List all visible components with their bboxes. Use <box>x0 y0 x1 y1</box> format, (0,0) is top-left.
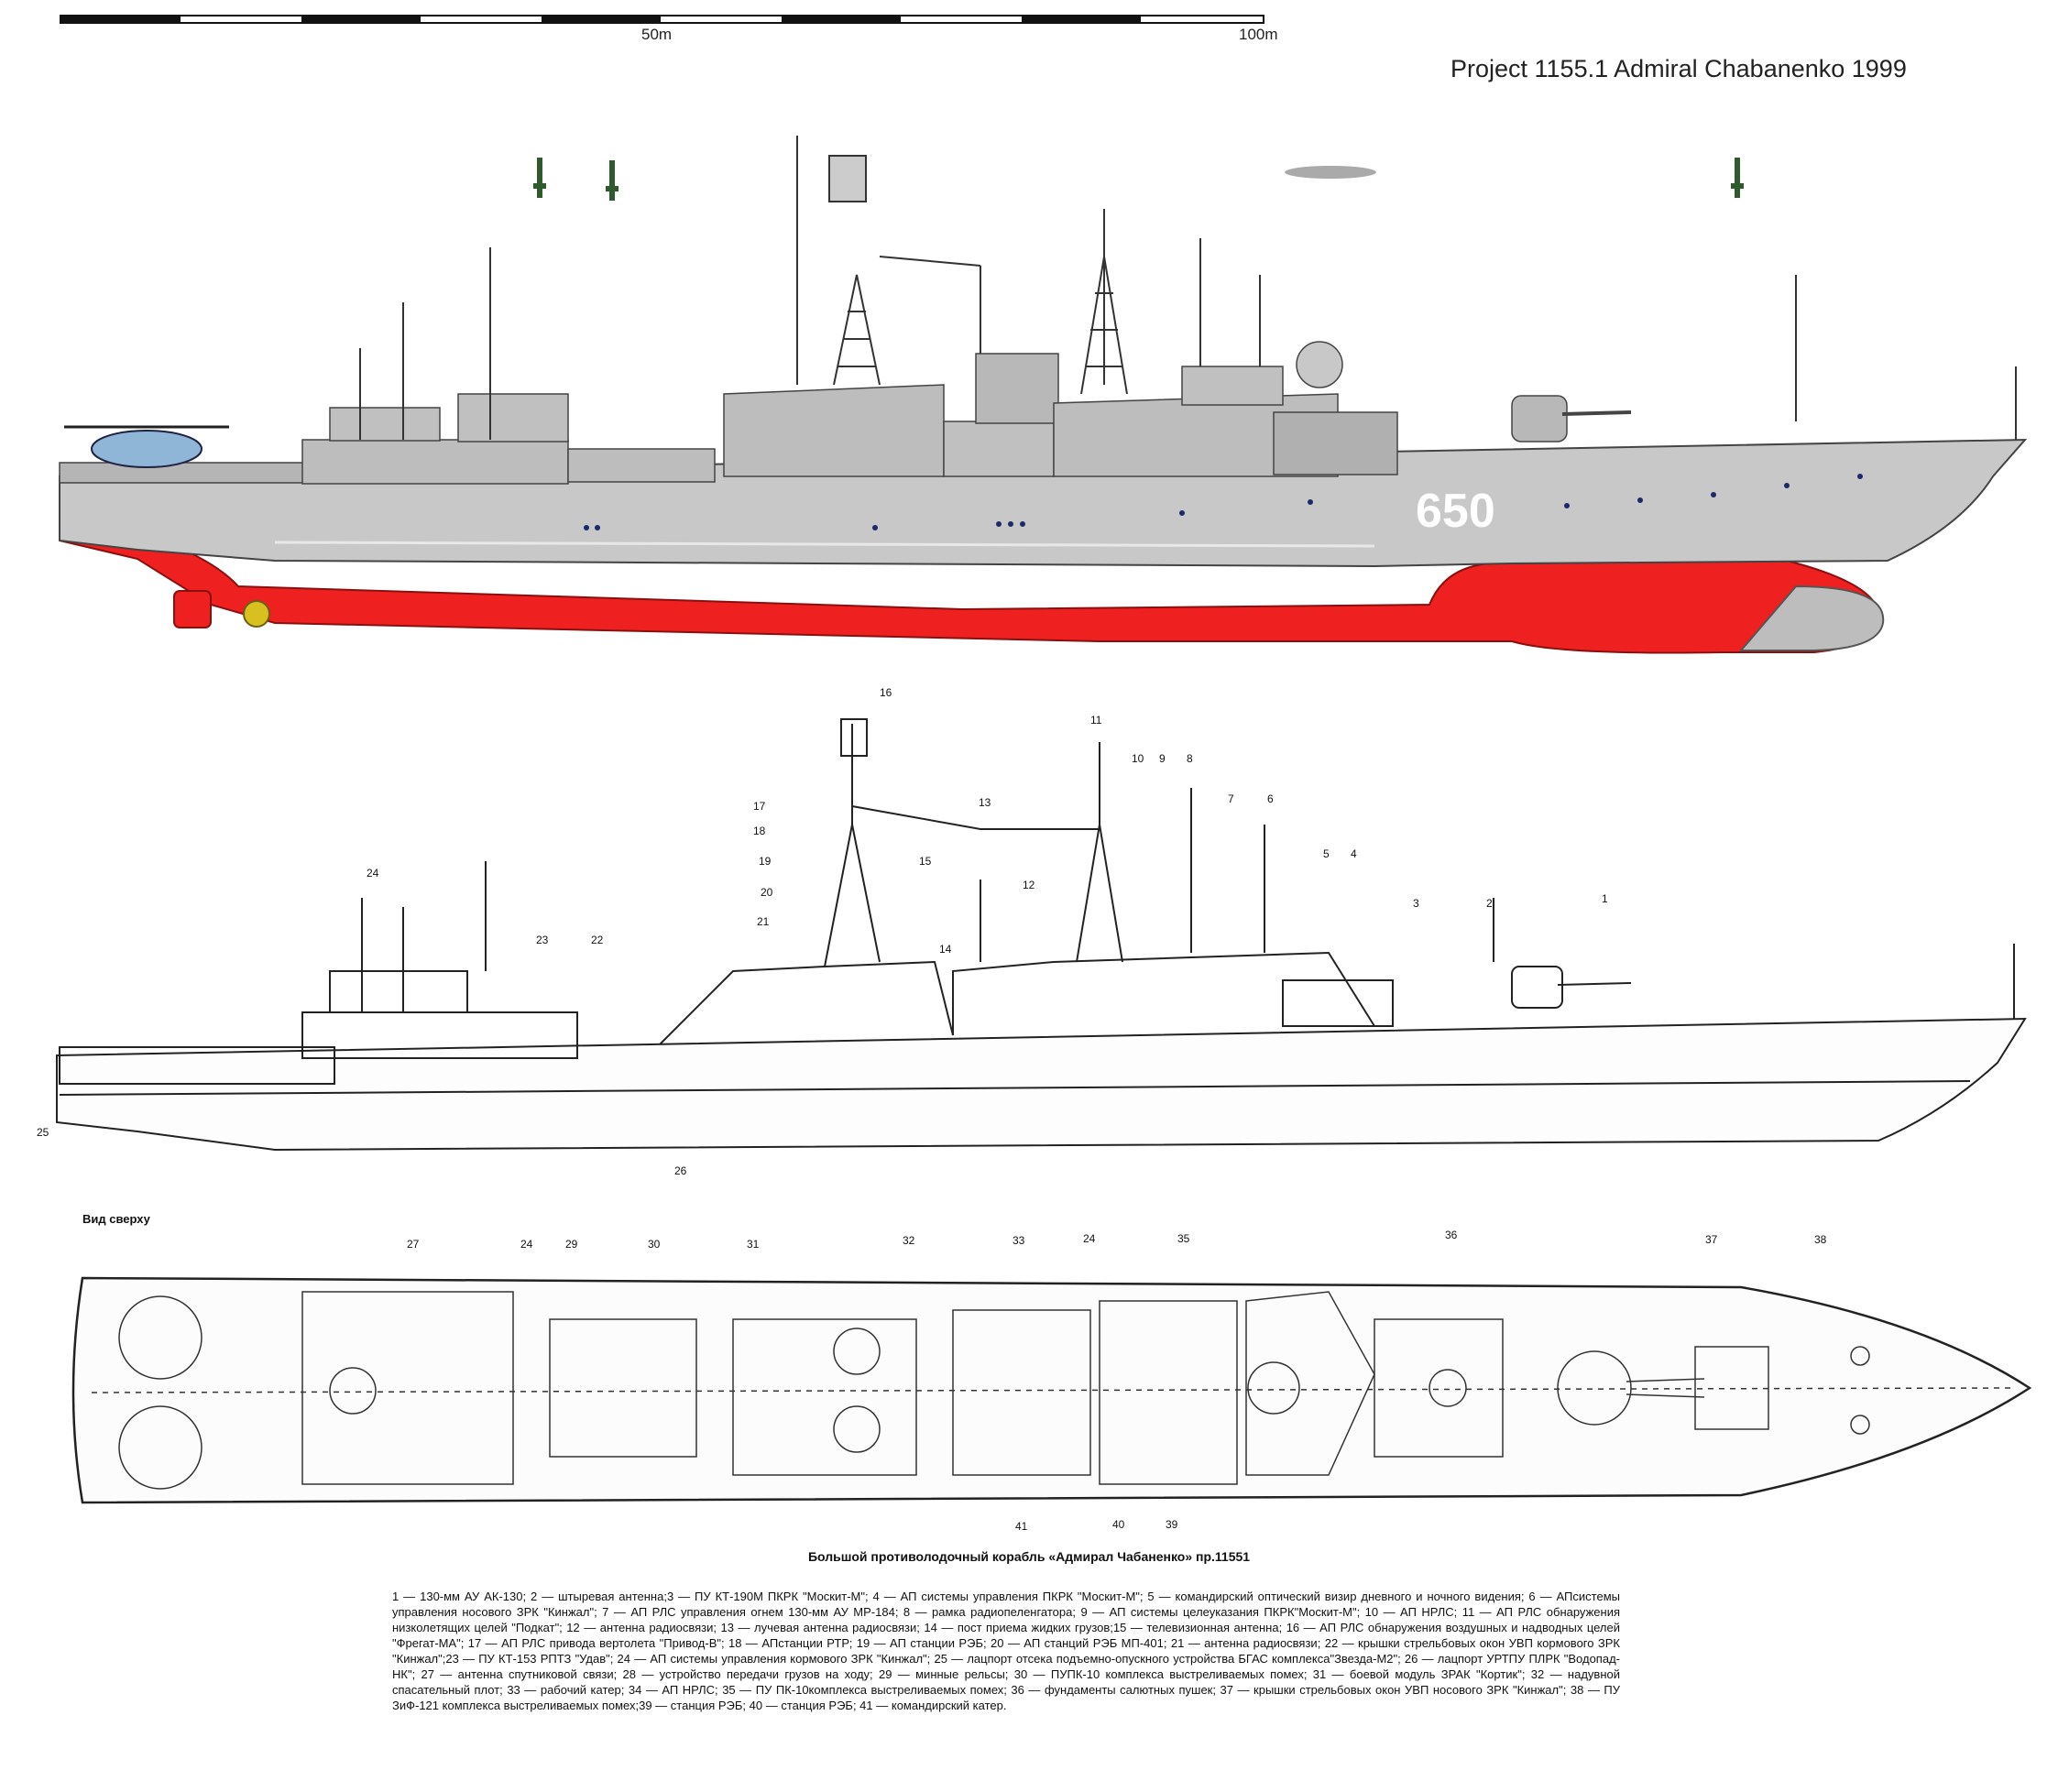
masts <box>359 136 2017 440</box>
callout-25: 25 <box>37 1126 49 1139</box>
callout-22: 22 <box>591 934 604 946</box>
top-view-plan: 27 24 29 30 31 32 33 24 35 36 37 38 41 4… <box>71 1229 2032 1533</box>
line-side-view: 16 11 10 9 8 7 6 17 18 13 19 15 20 21 12… <box>37 686 2027 1177</box>
callout-3: 3 <box>1413 897 1419 910</box>
colored-side-profile: 650 <box>59 136 2028 654</box>
sonar-dome <box>1738 585 1885 651</box>
callout-15: 15 <box>919 855 932 868</box>
callout-23: 23 <box>536 934 549 946</box>
propeller <box>243 600 270 628</box>
callout-16: 16 <box>880 686 892 699</box>
callout-32: 32 <box>903 1234 915 1247</box>
callout-5: 5 <box>1323 847 1330 860</box>
callout-10: 10 <box>1132 752 1144 765</box>
hull-number: 650 <box>1416 485 1495 538</box>
callout-39: 39 <box>1166 1518 1178 1531</box>
top-view-title: Вид сверху <box>82 1212 150 1226</box>
drawing-title: Project 1155.1 Admiral Chabanenko 1999 <box>1450 55 1907 82</box>
side-callouts: 16 11 10 9 8 7 6 17 18 13 19 15 20 21 12… <box>37 686 1608 1177</box>
drawing-caption: Большой противолодочный корабль «Адмирал… <box>807 1549 1251 1564</box>
legend-text: 1 — 130-мм АУ АК-130; 2 — штыревая антен… <box>392 1590 1620 1712</box>
line-hull <box>56 1017 2027 1152</box>
forward-superstructure <box>1053 393 1339 477</box>
callout-24-top-fwd: 24 <box>1083 1232 1096 1245</box>
missile-launchers <box>1273 411 1398 475</box>
callout-13: 13 <box>979 796 991 809</box>
top-callouts: 27 24 29 30 31 32 33 24 35 36 37 38 41 4… <box>407 1229 1827 1533</box>
midship-superstructure <box>723 384 945 477</box>
callout-12: 12 <box>1023 879 1035 891</box>
callout-21: 21 <box>757 915 770 928</box>
callout-11: 11 <box>1090 714 1102 727</box>
callout-24-top-aft: 24 <box>520 1238 533 1251</box>
callout-26: 26 <box>674 1164 687 1177</box>
callout-37: 37 <box>1705 1233 1718 1246</box>
callout-19: 19 <box>759 855 772 868</box>
rudder <box>173 590 212 628</box>
funnel <box>975 353 1059 424</box>
scale-bar <box>60 15 1264 24</box>
callout-41: 41 <box>1015 1520 1028 1533</box>
callout-20: 20 <box>761 886 773 899</box>
aft-deckhouse <box>59 462 317 484</box>
callout-18: 18 <box>753 825 766 837</box>
callout-40: 40 <box>1112 1518 1125 1531</box>
callout-9: 9 <box>1159 752 1166 765</box>
callout-24: 24 <box>367 867 379 880</box>
callout-17: 17 <box>753 800 766 813</box>
callout-27: 27 <box>407 1238 420 1251</box>
callout-7: 7 <box>1228 792 1234 805</box>
callout-31: 31 <box>747 1238 760 1251</box>
callout-29: 29 <box>565 1238 578 1251</box>
callout-2: 2 <box>1486 897 1493 910</box>
helicopter <box>64 425 229 468</box>
callout-8: 8 <box>1187 752 1193 765</box>
scale-label-100m: 100m <box>1239 26 1278 43</box>
callout-4: 4 <box>1351 847 1357 860</box>
callout-38: 38 <box>1814 1233 1827 1246</box>
missile-silhouettes <box>533 158 1744 201</box>
scale-label-50m: 50m <box>641 26 673 43</box>
callout-36: 36 <box>1445 1229 1458 1241</box>
callout-33: 33 <box>1013 1234 1025 1247</box>
forward-gun-turret <box>1511 395 1568 443</box>
callout-1: 1 <box>1602 892 1608 905</box>
callout-6: 6 <box>1267 792 1274 805</box>
callout-14: 14 <box>939 943 952 956</box>
aft-superstructure <box>301 439 569 485</box>
callout-30: 30 <box>648 1238 661 1251</box>
callout-35: 35 <box>1177 1232 1190 1245</box>
